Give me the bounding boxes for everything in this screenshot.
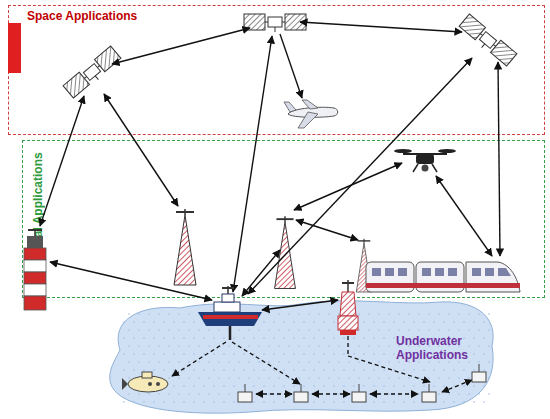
airplane-icon	[284, 100, 338, 128]
ship-icon	[198, 286, 262, 340]
sensor-node-icon	[238, 364, 486, 402]
region-label: Underwater Applications	[396, 334, 488, 362]
region-label: Space Applications	[27, 9, 137, 23]
satellite-icon	[63, 46, 122, 100]
satellite-icon	[244, 14, 306, 32]
train-icon	[366, 262, 520, 292]
lighthouse-icon	[24, 229, 46, 310]
satellite-icon	[458, 14, 517, 68]
cell-tower-icon	[174, 209, 196, 285]
drone-icon	[394, 149, 456, 172]
submarine-icon	[122, 372, 168, 392]
acoustic-links	[172, 336, 472, 394]
buoy-tower-icon	[338, 280, 358, 335]
accent-bar	[8, 23, 21, 73]
link-arrows	[40, 22, 500, 310]
